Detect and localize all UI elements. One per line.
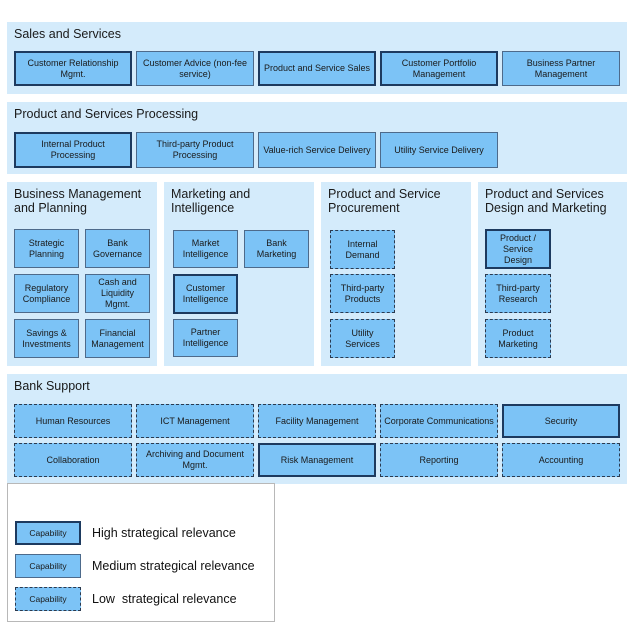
legend-low-sample: Capability — [15, 587, 81, 611]
capability-financial-management[interactable]: Financial Management — [85, 319, 150, 358]
capability-risk-management[interactable]: Risk Management — [258, 443, 376, 477]
capability-customer-portfolio-management[interactable]: Customer Portfolio Management — [380, 51, 498, 86]
section-product-and-services-processing: Product and Services Processing Internal… — [7, 102, 627, 174]
capability-product-and-service-sales[interactable]: Product and Service Sales — [258, 51, 376, 86]
section-marketing-and-intelligence: Marketing and Intelligence Market Intell… — [164, 182, 314, 366]
capability-facility-management[interactable]: Facility Management — [258, 404, 376, 438]
section-product-and-services-design-and-marketing: Product and Services Design and Marketin… — [478, 182, 627, 366]
capability-customer-relationship-mgmt[interactable]: Customer Relationship Mgmt. — [14, 51, 132, 86]
section-title: Marketing and Intelligence — [171, 187, 251, 215]
section-business-management-and-planning: Business Management and Planning Strateg… — [7, 182, 157, 366]
capability-strategic-planning[interactable]: Strategic Planning — [14, 229, 79, 268]
capability-utility-services[interactable]: Utility Services — [330, 319, 395, 358]
section-product-and-service-procurement: Product and Service Procurement Internal… — [321, 182, 471, 366]
section-title: Product and Services Processing — [14, 107, 199, 121]
legend-high-label: High strategical relevance — [92, 526, 236, 540]
capability-security[interactable]: Security — [502, 404, 620, 438]
section-title: Business Management and Planning — [14, 187, 142, 215]
capability-bank-governance[interactable]: Bank Governance — [85, 229, 150, 268]
capability-third-party-products[interactable]: Third-party Products — [330, 274, 395, 313]
capability-partner-intelligence[interactable]: Partner Intelligence — [173, 319, 238, 357]
capability-customer-intelligence[interactable]: Customer Intelligence — [173, 274, 238, 314]
section-sales-and-services: Sales and Services Customer Relationship… — [7, 22, 627, 94]
capability-corporate-communications[interactable]: Corporate Communications — [380, 404, 498, 438]
capability-customer-advice[interactable]: Customer Advice (non-fee service) — [136, 51, 254, 86]
legend-high-sample: Capability — [15, 521, 81, 545]
legend-low-label: Low strategical relevance — [92, 592, 237, 606]
section-title: Product and Service Procurement — [328, 187, 441, 215]
section-title: Product and Services Design and Marketin… — [485, 187, 607, 215]
capability-cash-and-liquidity-mgmt[interactable]: Cash and Liquidity Mgmt. — [85, 274, 150, 313]
capability-product-service-design[interactable]: Product / Service Design — [485, 229, 551, 269]
capability-third-party-product-processing[interactable]: Third-party Product Processing — [136, 132, 254, 168]
capability-reporting[interactable]: Reporting — [380, 443, 498, 477]
capability-internal-product-processing[interactable]: Internal Product Processing — [14, 132, 132, 168]
capability-business-partner-management[interactable]: Business Partner Management — [502, 51, 620, 86]
capability-collaboration[interactable]: Collaboration — [14, 443, 132, 477]
capability-savings-and-investments[interactable]: Savings & Investments — [14, 319, 79, 358]
capability-third-party-research[interactable]: Third-party Research — [485, 274, 551, 313]
capability-utility-service-delivery[interactable]: Utility Service Delivery — [380, 132, 498, 168]
capability-market-intelligence[interactable]: Market Intelligence — [173, 230, 238, 268]
legend-medium-label: Medium strategical relevance — [92, 559, 255, 573]
capability-internal-demand[interactable]: Internal Demand — [330, 230, 395, 269]
section-bank-support: Bank Support Human Resources ICT Managem… — [7, 374, 627, 484]
capability-accounting[interactable]: Accounting — [502, 443, 620, 477]
capability-product-marketing[interactable]: Product Marketing — [485, 319, 551, 358]
capability-archiving-and-document-mgmt[interactable]: Archiving and Document Mgmt. — [136, 443, 254, 477]
section-title: Sales and Services — [14, 27, 122, 41]
capability-human-resources[interactable]: Human Resources — [14, 404, 132, 438]
capability-value-rich-service-delivery[interactable]: Value-rich Service Delivery — [258, 132, 376, 168]
capability-regulatory-compliance[interactable]: Regulatory Compliance — [14, 274, 79, 313]
legend-medium-sample: Capability — [15, 554, 81, 578]
capability-ict-management[interactable]: ICT Management — [136, 404, 254, 438]
capability-bank-marketing[interactable]: Bank Marketing — [244, 230, 309, 268]
legend: Capability High strategical relevance Ca… — [7, 483, 275, 622]
section-title: Bank Support — [14, 379, 90, 393]
